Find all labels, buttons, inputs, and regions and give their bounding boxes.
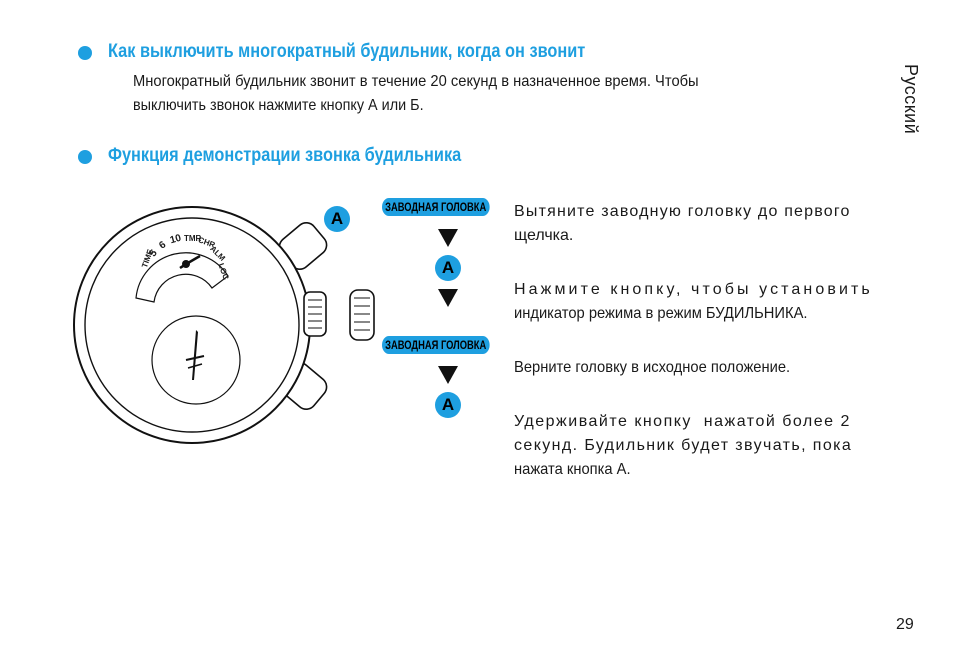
down-arrow-icon — [438, 289, 458, 307]
watch-illustration — [73, 206, 375, 444]
dial-label-tmr: TMR — [184, 234, 202, 243]
step-text: Вытяните заводную головку до первого щел… — [514, 200, 894, 248]
step-text: Удерживайте кнопку нажатой более 2 секун… — [514, 410, 894, 482]
section-paragraph-line: Многократный будильник звонит в течение … — [133, 73, 699, 90]
lower-subdial — [151, 315, 241, 405]
step-line: секунд. Будильник будет звучать, пока — [514, 437, 853, 454]
mode-subdial — [135, 252, 229, 303]
step-text: Нажмите кнопку, чтобы установить индикат… — [514, 278, 894, 326]
button-a-badge-2: A — [435, 392, 461, 418]
language-side-label: Русский — [901, 64, 921, 135]
lower-subdial-hand — [192, 330, 198, 380]
down-arrow-icon — [438, 366, 458, 384]
step-line: нажата кнопка А. — [514, 461, 631, 478]
step-line: Нажмите кнопку, чтобы установить — [514, 281, 873, 298]
section-bullet-icon — [78, 46, 92, 60]
crown-tag-2: ЗАВОДНАЯ ГОЛОВКА — [382, 336, 490, 354]
page-number: 29 — [896, 616, 914, 633]
step-line: Верните головку в исходное положение. — [514, 359, 791, 376]
step-line: Вытяните заводную головку до первого — [514, 203, 851, 220]
watch-crown-out — [349, 289, 375, 341]
step-line: щелчка. — [514, 227, 574, 244]
step-line: Удерживайте кнопку нажатой более 2 — [514, 413, 851, 430]
step-text: Верните головку в исходное положение. — [514, 356, 894, 380]
button-a-badge-1: A — [435, 255, 461, 281]
watch-button-a-badge: A — [324, 206, 350, 232]
section-paragraph-line: выключить звонок нажмите кнопку А или Б. — [133, 97, 424, 114]
crown-tag-1: ЗАВОДНАЯ ГОЛОВКА — [382, 198, 490, 216]
section-title-alarm-demo: Функция демонстрации звонка будильника — [108, 145, 462, 166]
section-title-alarm-off: Как выключить многократный будильник, ко… — [108, 41, 586, 62]
down-arrow-icon — [438, 229, 458, 247]
step-line: индикатор режима в режим БУДИЛЬНИКА. — [514, 305, 808, 322]
section-bullet-icon — [78, 150, 92, 164]
